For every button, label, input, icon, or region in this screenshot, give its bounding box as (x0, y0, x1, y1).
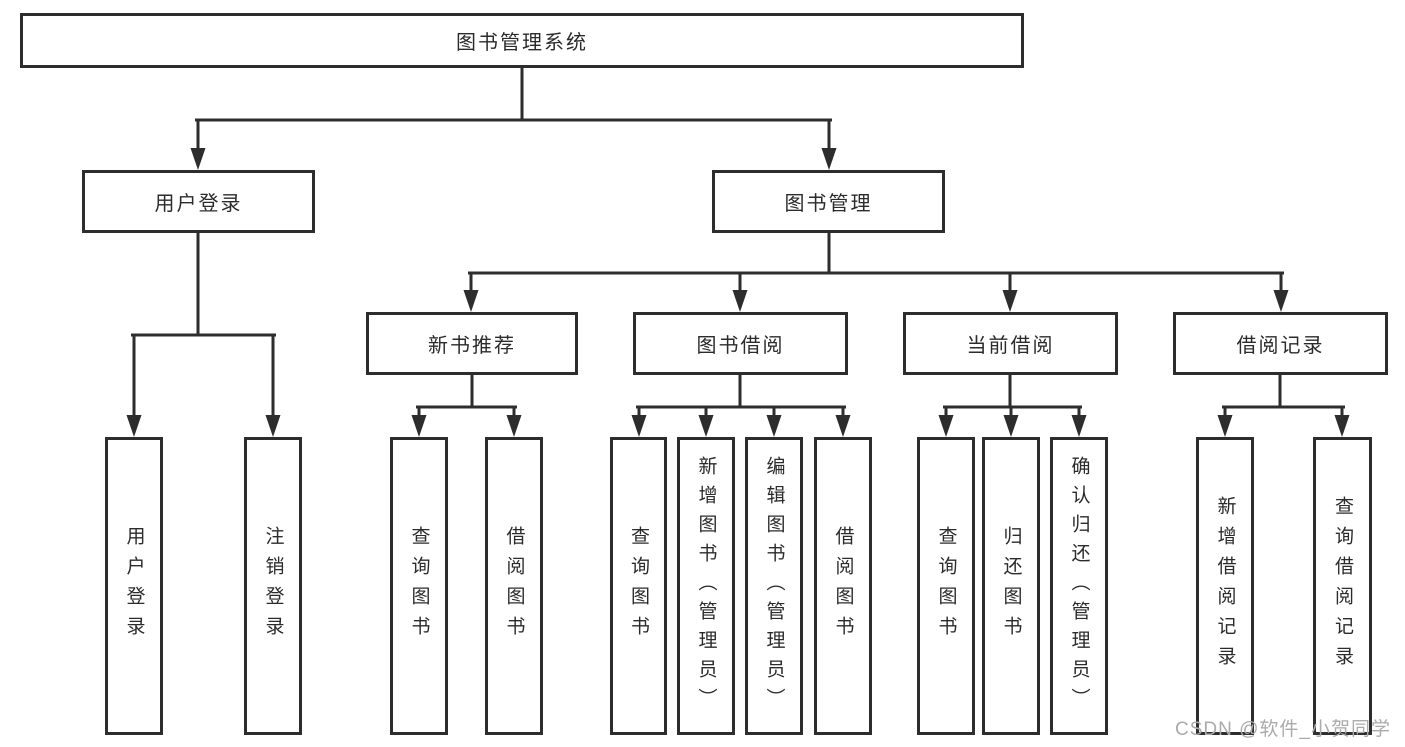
leaf-borrow-query-books: 查询图书 (610, 437, 667, 735)
node-book-management: 图书管理 (712, 170, 945, 233)
node-root: 图书管理系统 (20, 13, 1024, 68)
leaf-current-query-books-label: 查询图书 (935, 526, 957, 646)
leaf-edit-books-admin-label: 编辑图书（管理员） (763, 455, 785, 717)
leaf-return-books-label: 归还图书 (1000, 526, 1022, 646)
leaf-user-login: 用户登录 (105, 437, 163, 735)
leaf-recommend-query-books-label: 查询图书 (408, 526, 430, 646)
leaf-add-books-admin: 新增图书（管理员） (677, 437, 735, 735)
node-current-borrow: 当前借阅 (903, 312, 1118, 375)
node-new-book-recommend-label: 新书推荐 (428, 335, 516, 357)
leaf-add-borrow-record: 新增借阅记录 (1196, 437, 1254, 735)
watermark: CSDN @软件_小贺同学 (1175, 719, 1391, 740)
node-root-label: 图书管理系统 (456, 32, 588, 54)
node-user-login-label: 用户登录 (154, 193, 243, 215)
leaf-add-borrow-record-label: 新增借阅记录 (1214, 496, 1236, 676)
leaf-recommend-query-books: 查询图书 (390, 437, 448, 735)
node-book-borrow: 图书借阅 (633, 312, 848, 375)
leaf-borrow-books: 借阅图书 (814, 437, 872, 735)
node-current-borrow-label: 当前借阅 (966, 335, 1055, 357)
leaf-add-books-admin-label: 新增图书（管理员） (695, 455, 717, 717)
leaf-edit-books-admin: 编辑图书（管理员） (745, 437, 803, 735)
node-book-management-label: 图书管理 (784, 193, 873, 215)
leaf-borrow-books-label: 借阅图书 (832, 526, 854, 646)
node-user-login: 用户登录 (82, 170, 315, 233)
leaf-borrow-query-books-label: 查询图书 (628, 526, 649, 646)
leaf-query-borrow-record: 查询借阅记录 (1313, 437, 1372, 735)
leaf-logout-label: 注销登录 (262, 526, 284, 646)
leaf-current-query-books: 查询图书 (917, 437, 975, 735)
node-new-book-recommend: 新书推荐 (366, 312, 578, 375)
leaf-query-borrow-record-label: 查询借阅记录 (1332, 496, 1353, 676)
leaf-user-login-label: 用户登录 (123, 526, 145, 646)
node-borrow-records-label: 借阅记录 (1236, 335, 1325, 357)
leaf-recommend-borrow-books-label: 借阅图书 (503, 526, 525, 646)
leaf-recommend-borrow-books: 借阅图书 (485, 437, 543, 735)
leaf-confirm-return-admin: 确认归还（管理员） (1050, 437, 1108, 735)
node-book-borrow-label: 图书借阅 (696, 335, 785, 357)
leaf-confirm-return-admin-label: 确认归还（管理员） (1068, 455, 1090, 717)
node-borrow-records: 借阅记录 (1173, 312, 1388, 375)
leaf-logout: 注销登录 (244, 437, 302, 735)
leaf-return-books: 归还图书 (982, 437, 1040, 735)
